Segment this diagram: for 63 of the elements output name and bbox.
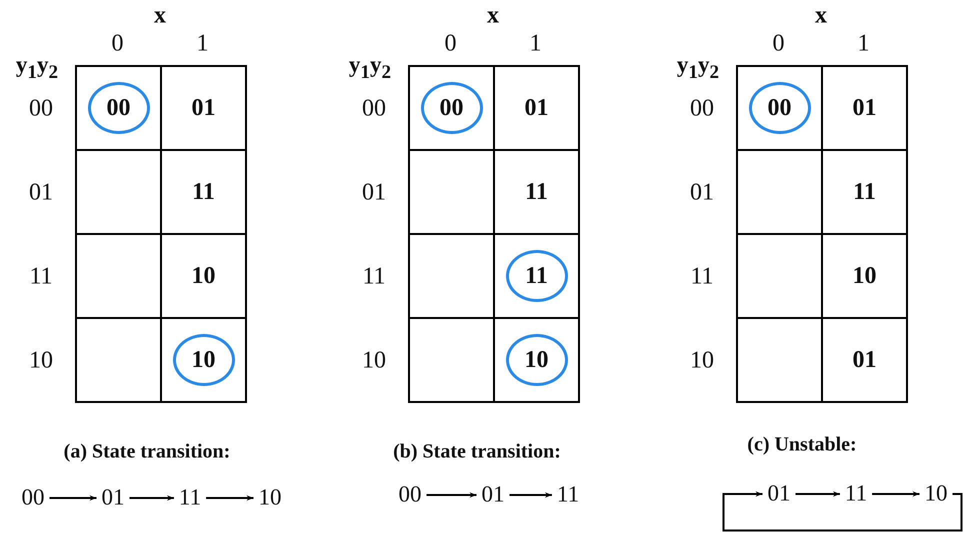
axis-label: x <box>815 2 827 30</box>
column-header: 1 <box>530 30 542 58</box>
row-header: 11 <box>29 264 53 290</box>
circled-state: 10 <box>506 334 568 386</box>
arrow <box>510 492 552 498</box>
table-cell <box>736 65 823 151</box>
arrow <box>796 491 840 497</box>
row-header: 00 <box>362 96 386 122</box>
table-cell <box>408 317 495 403</box>
figure-caption: (c) Unstable: <box>747 434 857 456</box>
table-cell <box>75 65 162 151</box>
column-header: 0 <box>444 30 456 58</box>
column-header: 1 <box>858 30 870 58</box>
row-header: 10 <box>29 348 53 374</box>
table-cell: 01 <box>493 65 580 151</box>
state-code: 11 <box>556 482 580 506</box>
axis-label: x <box>154 2 166 30</box>
state-code: 00 <box>398 482 422 506</box>
table-cell <box>408 65 495 151</box>
state-code: 01 <box>768 482 790 504</box>
arrow <box>426 492 476 498</box>
row-header: 01 <box>29 180 53 206</box>
column-header: 1 <box>196 30 208 58</box>
row-header: 01 <box>362 180 386 206</box>
column-header: 0 <box>112 30 124 58</box>
circled-state: 00 <box>420 82 482 134</box>
arrow <box>722 491 962 532</box>
state-code: 11 <box>844 482 868 504</box>
state-code: 11 <box>178 486 202 508</box>
row-header: 01 <box>690 180 714 206</box>
circled-state: 11 <box>506 250 568 302</box>
row-header: 00 <box>690 96 714 122</box>
table-cell <box>75 317 162 403</box>
state-code: 10 <box>258 486 282 508</box>
table-cell: 01 <box>821 65 908 151</box>
table-cell: 01 <box>160 65 247 151</box>
table-cell: 01 <box>821 317 908 403</box>
axis-label: x <box>487 2 499 30</box>
circled-state: 00 <box>88 82 150 134</box>
table-cell <box>160 317 247 403</box>
axis-label: y$_{1}$y$_{2}$ <box>16 52 58 84</box>
row-header: 00 <box>29 96 53 122</box>
column-header: 0 <box>772 30 784 58</box>
circled-state: 00 <box>748 82 810 134</box>
arrow <box>50 495 96 501</box>
state-code: 01 <box>482 482 504 506</box>
arrow <box>206 495 254 501</box>
state-code: 00 <box>22 486 44 508</box>
table-cell <box>736 317 823 403</box>
state-code: 10 <box>924 482 948 504</box>
row-header: 11 <box>362 264 386 290</box>
axis-label: y$_{1}$y$_{2}$ <box>676 52 720 84</box>
axis-label: y$_{1}$y$_{2}$ <box>348 52 392 84</box>
row-header: 10 <box>362 348 386 374</box>
table-cell <box>493 317 580 403</box>
figure-caption: (a) State transition: <box>64 440 230 464</box>
figure-caption: (b) State transition: <box>393 440 561 464</box>
circled-state: 10 <box>172 334 234 386</box>
arrow <box>130 495 174 501</box>
row-header: 10 <box>690 348 714 374</box>
row-header: 11 <box>690 264 714 290</box>
arrow <box>872 491 920 497</box>
state-code: 01 <box>102 486 124 508</box>
